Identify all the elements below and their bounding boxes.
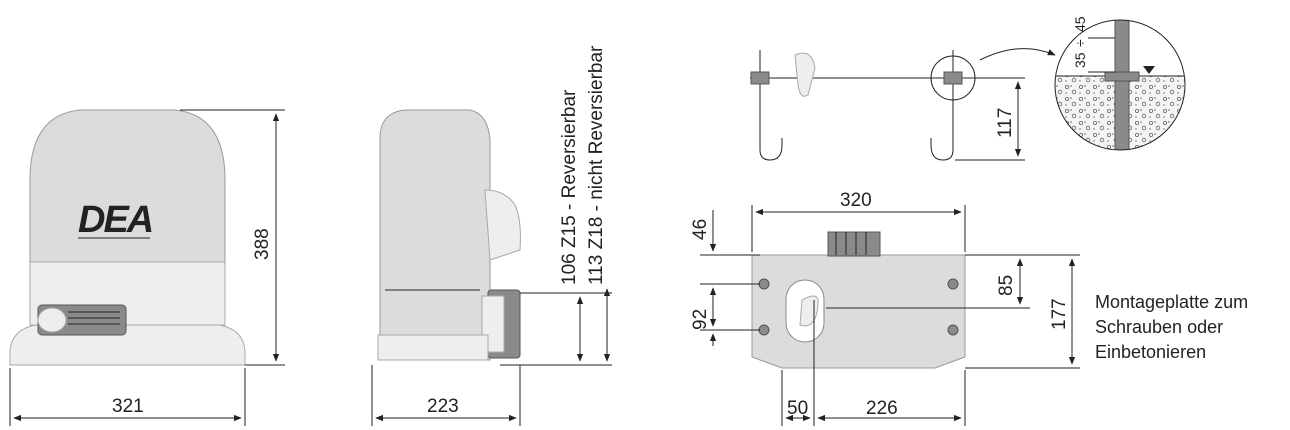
side-view: 223 106 Z15 - Reversierbar 113 Z18 - nic… <box>371 45 612 426</box>
dea-logo: DEA <box>78 199 152 241</box>
anchor-bolt-left <box>759 50 783 161</box>
detail-range-low: 35 <box>1072 52 1088 68</box>
detail-range-high: 45 <box>1072 16 1088 32</box>
plate-note-line3: Einbetonieren <box>1095 342 1206 362</box>
plate-slot-offset-dim: 50 <box>787 398 808 419</box>
side-cover <box>379 109 491 361</box>
base-plate-view: 320 46 92 85 177 50 226 Montageplatte zu… <box>690 190 1248 426</box>
side-base <box>377 334 489 361</box>
base-plate <box>751 254 966 369</box>
side-depth-dim: 223 <box>427 396 459 417</box>
plate-offset-top-dim: 46 <box>690 219 711 240</box>
plate-hole <box>758 278 770 290</box>
plate-slot-edge-dim: 226 <box>866 398 898 419</box>
detail-view: 35 ÷ 45 <box>1054 16 1186 151</box>
plate-length-dim: 320 <box>840 190 872 211</box>
side-pinion-housing <box>484 189 521 261</box>
detail-range-sep: ÷ <box>1072 39 1088 47</box>
plate-hole <box>947 324 959 336</box>
plate-hole <box>758 324 770 336</box>
pinion-z18-label: 113 Z18 - nicht Reversierbar <box>586 45 607 285</box>
detail-callout-arrow <box>979 48 1056 61</box>
plate-right-hole-dim: 85 <box>996 275 1017 296</box>
anchor-bolt-right <box>930 50 954 161</box>
plate-note-line1: Montageplatte zum <box>1095 292 1248 312</box>
plate-hole <box>947 278 959 290</box>
front-view: DEA 321 388 <box>9 109 285 426</box>
plate-hole-spacing-dim: 92 <box>690 309 711 330</box>
plate-total-width-dim: 177 <box>1049 298 1070 330</box>
anchor-gear-fragment <box>794 52 816 97</box>
plate-note-line2: Schrauben oder <box>1095 317 1223 337</box>
front-height-dim: 388 <box>252 228 273 260</box>
anchor-view: 117 <box>750 48 1056 161</box>
plate-gear <box>827 231 881 257</box>
pinion-z15-label: 106 Z15 - Reversierbar <box>559 89 580 285</box>
front-width-dim: 321 <box>112 396 144 417</box>
anchor-depth-dim: 117 <box>995 108 1016 138</box>
